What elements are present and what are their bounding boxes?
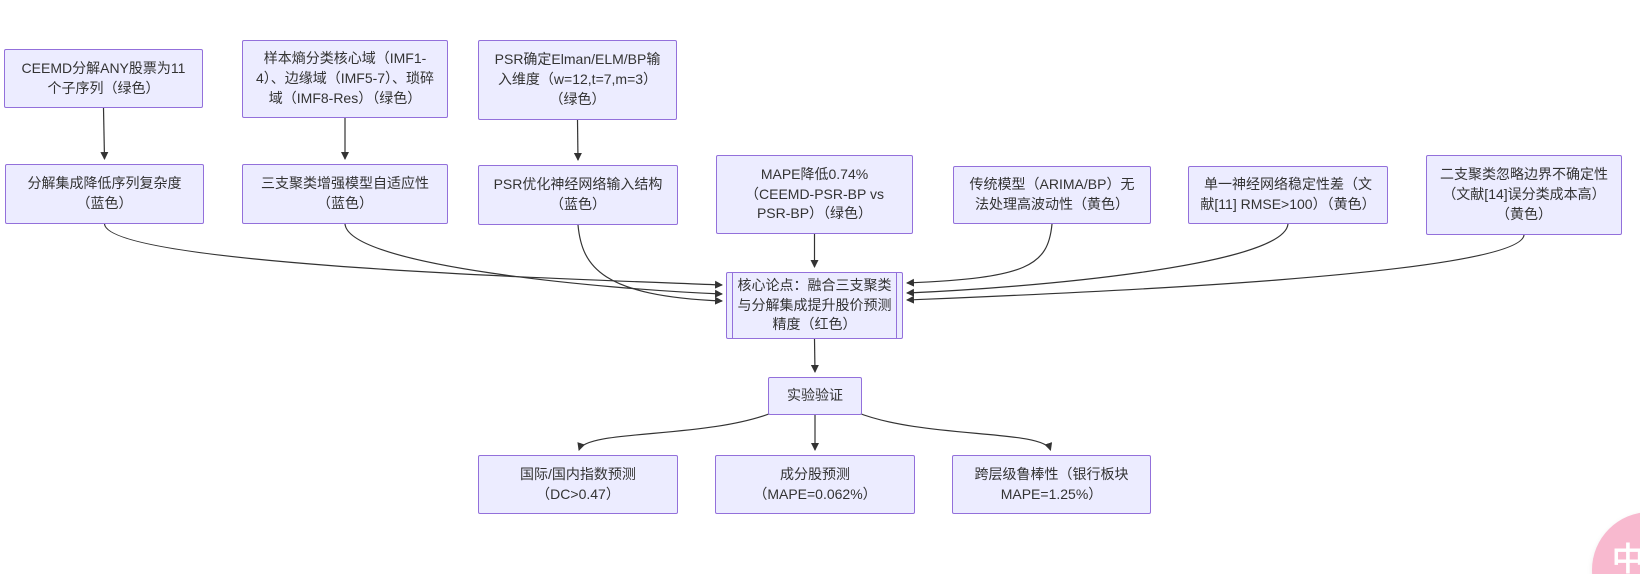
node-label: 跨层级鲁棒性（银行板块 MAPE=1.25%） [974, 465, 1129, 502]
node-index_pred: 国际/国内指数预测（DC>0.47） [478, 455, 678, 514]
edge-three_way-to-core [344, 223, 723, 298]
node-label: 实验验证 [787, 387, 843, 404]
edge-experiment-to-index_pred [577, 411, 775, 451]
node-mape: MAPE降低0.74%（CEEMD-PSR-BP vs PSR-BP）（绿色） [716, 155, 913, 234]
node-label: 核心论点：融合三支聚类与分解集成提升股价预测精度（红色） [737, 276, 892, 333]
node-core: 核心论点：融合三支聚类与分解集成提升股价预测精度（红色） [726, 272, 903, 339]
node-three_way: 三支聚类增强模型自适应性（蓝色） [242, 164, 448, 224]
translate-icon: 中A [1612, 541, 1640, 574]
node-two_way: 二支聚类忽略边界不确定性（文献[14]误分类成本高）（黄色） [1426, 155, 1622, 235]
node-label: MAPE降低0.74%（CEEMD-PSR-BP vs PSR-BP）（绿色） [745, 165, 884, 222]
node-label: 三支聚类增强模型自适应性（蓝色） [261, 175, 429, 211]
node-label: 单一神经网络稳定性差（文献[11] RMSE>100）（黄色） [1200, 176, 1376, 212]
node-component: 成分股预测（MAPE=0.062%） [715, 455, 915, 514]
node-experiment: 实验验证 [768, 377, 862, 415]
node-psr_opt: PSR优化神经网络输入结构（蓝色） [478, 165, 678, 225]
node-decompose: 分解集成降低序列复杂度（蓝色） [5, 164, 204, 224]
edge-psr_opt-to-core [577, 224, 723, 305]
node-label: 二支聚类忽略边界不确定性（文献[14]误分类成本高）（黄色） [1440, 166, 1608, 222]
node-single_nn: 单一神经网络稳定性差（文献[11] RMSE>100）（黄色） [1188, 166, 1388, 224]
node-psr_dim: PSR确定Elman/ELM/BP输入维度（w=12,t=7,m=3）（绿色） [478, 40, 677, 120]
node-ceemd: CEEMD分解ANY股票为11个子序列（绿色） [4, 49, 203, 108]
edge-experiment-to-robust [855, 411, 1053, 451]
edge-core-to-experiment [810, 338, 819, 373]
edge-ceemd-to-decompose [100, 107, 109, 160]
edge-traditional-to-core [906, 223, 1053, 287]
translate-extension-badge[interactable]: 中A [1592, 512, 1640, 574]
node-traditional: 传统模型（ARIMA/BP）无法处理高波动性（黄色） [953, 166, 1151, 224]
node-label: 传统模型（ARIMA/BP）无法处理高波动性（黄色） [969, 176, 1135, 212]
edge-decompose-to-core [103, 223, 723, 289]
edge-psr_dim-to-psr_opt [573, 119, 582, 161]
node-label: CEEMD分解ANY股票为11个子序列（绿色） [21, 59, 186, 96]
node-label: 成分股预测（MAPE=0.062%） [753, 465, 877, 502]
node-robust: 跨层级鲁棒性（银行板块 MAPE=1.25%） [952, 455, 1151, 514]
node-label: PSR确定Elman/ELM/BP输入维度（w=12,t=7,m=3）（绿色） [494, 51, 661, 107]
edge-single_nn-to-core [906, 223, 1289, 297]
node-label: 国际/国内指数预测（DC>0.47） [520, 465, 636, 502]
node-label: 样本熵分类核心域（IMF1-4）、边缘域（IMF5-7）、琐碎域（IMF8-Re… [255, 50, 435, 106]
node-sample_entropy: 样本熵分类核心域（IMF1-4）、边缘域（IMF5-7）、琐碎域（IMF8-Re… [242, 40, 448, 118]
edge-two_way-to-core [906, 234, 1525, 304]
node-label: 分解集成降低序列复杂度（蓝色） [27, 175, 182, 211]
node-label: PSR优化神经网络输入结构（蓝色） [493, 176, 663, 212]
